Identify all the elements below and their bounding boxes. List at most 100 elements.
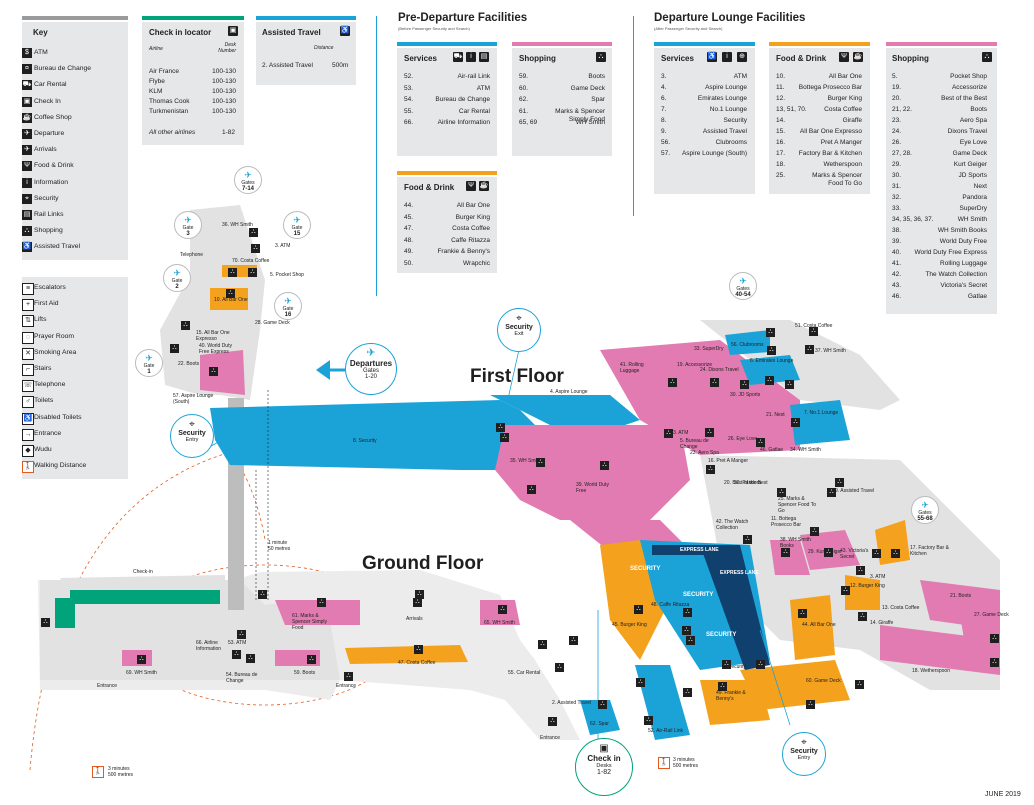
shop-icon[interactable]: ⛬: [858, 612, 867, 621]
departures-bubble[interactable]: ✈ Departures Gates 1-20: [345, 343, 397, 395]
shop-icon[interactable]: ⛬: [249, 228, 258, 237]
lounge-shop-name: Eye Love: [959, 139, 987, 146]
shop-icon[interactable]: ⛬: [251, 244, 260, 253]
key-item: Shopping: [34, 227, 63, 235]
shop-icon[interactable]: ⛬: [766, 328, 775, 337]
shop-icon[interactable]: ⛬: [248, 268, 257, 277]
shop-icon[interactable]: ⛬: [686, 636, 695, 645]
security-scan-icon: ⌖: [189, 419, 195, 430]
shop-icon[interactable]: ⛬: [827, 488, 836, 497]
predep-food-title: Food & Drink: [404, 183, 455, 192]
shop-icon[interactable]: ⛬: [344, 672, 353, 681]
lounge-shop-name: Gatlae: [967, 293, 987, 300]
shop-icon[interactable]: ⛬: [600, 461, 609, 470]
shop-icon[interactable]: ⛬: [891, 549, 900, 558]
shop-icon[interactable]: ⛬: [137, 655, 146, 664]
security-exit-bubble[interactable]: ⌖ Security Exit: [497, 308, 541, 352]
shop-icon[interactable]: ⛬: [496, 423, 505, 432]
shop-icon[interactable]: ⛬: [872, 549, 881, 558]
predep-services-bar: [397, 42, 497, 46]
lounge-food-name: All Bar One Expresso: [799, 128, 862, 135]
map-label: 39. World Duty Free: [576, 482, 609, 494]
security-entry-bubble[interactable]: ⌖ Security Entry: [170, 414, 214, 458]
shop-icon[interactable]: ⛬: [798, 609, 807, 618]
shop-icon[interactable]: ⛬: [636, 678, 645, 687]
shop-icon[interactable]: ⛬: [756, 438, 765, 447]
shop-icon[interactable]: ⛬: [555, 663, 564, 672]
checkin-bubble[interactable]: ▣ Check in Desks 1-82: [575, 738, 633, 796]
shop-icon[interactable]: ⛬: [41, 618, 50, 627]
map-label: 33. SuperDry: [694, 346, 724, 352]
shop-icon[interactable]: ⛬: [498, 605, 507, 614]
walk-note-3: 1 minute 50 metres: [268, 540, 291, 552]
shop-icon[interactable]: ⛬: [767, 346, 776, 355]
shop-icon[interactable]: ⛬: [683, 688, 692, 697]
shop-icon[interactable]: ⛬: [777, 488, 786, 497]
lounge-shop-num: 34, 35, 36, 37.: [892, 216, 934, 223]
shop-icon[interactable]: ⛬: [598, 700, 607, 709]
predep-food-num: 50.: [404, 259, 414, 267]
shop-icon[interactable]: ⛬: [683, 608, 692, 617]
shop-icon[interactable]: ⛬: [791, 418, 800, 427]
shop-icon[interactable]: ⛬: [855, 680, 864, 689]
shop-icon[interactable]: ⛬: [785, 380, 794, 389]
shop-icon[interactable]: ⛬: [740, 380, 749, 389]
shop-icon[interactable]: ⛬: [706, 465, 715, 474]
shop-icon[interactable]: ⛬: [500, 433, 509, 442]
shop-icon[interactable]: ⛬: [548, 717, 557, 726]
shop-icon[interactable]: ⛬: [209, 367, 218, 376]
shop-icon[interactable]: ⛬: [307, 655, 316, 664]
shop-icon[interactable]: ⛬: [228, 268, 237, 277]
shop-icon[interactable]: ⛬: [743, 535, 752, 544]
shop-icon[interactable]: ⛬: [527, 485, 536, 494]
shop-icon[interactable]: ⛬: [722, 660, 731, 669]
shop-icon[interactable]: ⛬: [809, 327, 818, 336]
shop-icon[interactable]: ⛬: [765, 376, 774, 385]
shop-icon[interactable]: ⛬: [705, 428, 714, 437]
shop-icon[interactable]: ⛬: [258, 590, 267, 599]
shop-icon[interactable]: ⛬: [718, 682, 727, 691]
shop-icon[interactable]: ⛬: [824, 548, 833, 557]
shop-icon[interactable]: ⛬: [990, 658, 999, 667]
shop-icon[interactable]: ⛬: [237, 630, 246, 639]
shop-icon[interactable]: ⛬: [806, 700, 815, 709]
shop-icon[interactable]: ⛬: [682, 626, 691, 635]
lounge-shop-num: 39.: [892, 238, 902, 245]
shop-icon[interactable]: ⛬: [413, 598, 422, 607]
shop-icon[interactable]: ⛬: [181, 321, 190, 330]
shop-icon[interactable]: ⛬: [810, 527, 819, 536]
shop-icon[interactable]: ⛬: [644, 716, 653, 725]
security-entry-bubble-2[interactable]: ⌖ Security Entry: [782, 732, 826, 776]
map-label: 57. Aspire Lounge (South): [173, 393, 214, 405]
shop-icon[interactable]: ⛬: [710, 378, 719, 387]
shop-icon[interactable]: ⛬: [756, 660, 765, 669]
shop-icon[interactable]: ⛬: [232, 650, 241, 659]
shop-icon[interactable]: ⛬: [536, 458, 545, 467]
shop-icon[interactable]: ⛬: [668, 378, 677, 387]
shop-icon[interactable]: ⛬: [414, 645, 423, 654]
shop-icon[interactable]: ⛬: [841, 586, 850, 595]
shop-icon[interactable]: ⛬: [856, 566, 865, 575]
shop-icon[interactable]: ⛬: [805, 345, 814, 354]
shop-icon[interactable]: ⛬: [634, 605, 643, 614]
shop-icon[interactable]: ⛬: [226, 289, 235, 298]
shop-icon[interactable]: ⛬: [664, 429, 673, 438]
shop-icon[interactable]: ⛬: [317, 598, 326, 607]
lounge-food-name: Pret A Manger: [820, 139, 862, 146]
shop-icon[interactable]: ⛬: [781, 548, 790, 557]
shop-icon[interactable]: ⛬: [990, 634, 999, 643]
shop-icon[interactable]: ⛬: [415, 590, 424, 599]
shop-icon[interactable]: ⛬: [835, 478, 844, 487]
shop-icon[interactable]: ⛬: [538, 640, 547, 649]
shop-icon[interactable]: ⛬: [246, 654, 255, 663]
shop-icon[interactable]: ⛬: [170, 344, 179, 353]
shop-icon[interactable]: ⛬: [569, 636, 578, 645]
